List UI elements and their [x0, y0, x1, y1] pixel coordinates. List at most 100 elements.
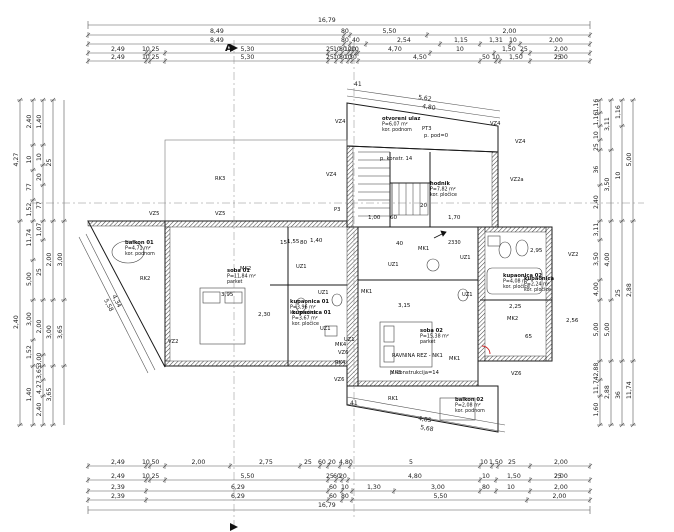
tag-rk-1: RK2 [140, 276, 150, 282]
dim-bot-r2-7: 4,80 [408, 473, 422, 480]
dim-diag-lower-a: 4,85 [418, 415, 433, 424]
dim-diag-lower-b: 5,68 [420, 424, 435, 433]
dim-top-r4-9: 10 [351, 46, 359, 53]
dim-top-r4-14: 2,00 [554, 46, 568, 53]
dim-left-a-9: 4,27 [13, 153, 20, 167]
tag-rk-2: RK3 [215, 176, 225, 182]
dim-bot-r2-9: 1,50 [507, 473, 521, 480]
tag-vz-1: VZ4 [326, 172, 337, 178]
dim-bot-r2-5: 60 [333, 473, 341, 480]
tag-mk-0: MK1 [418, 246, 429, 252]
dim-top-total: 16,79 [318, 17, 336, 24]
dim-top-r4-12: 1,50 [502, 46, 516, 53]
room-name: otvoreni ulaz [382, 116, 420, 122]
bed-room-01 [199, 287, 246, 345]
dim-left-b-15: 5,00 [26, 272, 33, 286]
dim-top-r5-0: 2,49 [111, 54, 125, 61]
tag-vz-7: VZ6 [334, 377, 344, 383]
room-name: hodnik [430, 181, 450, 187]
tag-vz-3: VZ5 [215, 211, 225, 217]
dim-bot-r2-2: 25 [152, 473, 160, 480]
dim-left-d-8: 3,65 [46, 388, 53, 402]
dim-bot-r4-0: 2,39 [111, 493, 125, 500]
dim-right-d-9: 5,00 [626, 153, 633, 167]
dim-left-b-16: 3,00 [26, 312, 33, 326]
room-area: P=2,24 m² [524, 282, 550, 288]
room-area: P=4,08 m² [503, 279, 529, 285]
dim-top-r5-4: 25 [326, 54, 334, 61]
dim-bot-r3-8: 2,00 [554, 484, 568, 491]
dim-top-r5-12: 1,50 [509, 54, 523, 61]
dim-top-r2-0: 8,49 [210, 28, 224, 35]
dim-left-c-8: 3,65 [36, 365, 43, 379]
dim-top-r3-1: 80 [341, 37, 349, 44]
section-markers: A [225, 43, 238, 531]
inner-dim-0: 1,00 [368, 215, 381, 221]
dim-bottom-total: 16,79 [318, 502, 336, 509]
dim-left-a-10: 2,40 [13, 315, 20, 329]
diagonal-dimension-labels: 5,62 4,80 41 4,85 5,68 41 4,34 5,58 [102, 81, 436, 433]
dim-right-a-9: 5,00 [593, 323, 600, 337]
tag-vz-5: VZ6 [338, 350, 348, 356]
section-label-top: A [225, 43, 233, 54]
dim-bot-r1-12: 25 [508, 459, 516, 466]
room-floor: kor. podnom [382, 127, 412, 133]
room-name: kupaonica 02 [503, 273, 542, 279]
room-name: soba 01 [227, 268, 250, 274]
dim-left-c-3: 77 [36, 201, 43, 209]
tag-misc-5: p. pod=0 [424, 133, 448, 139]
dim-top-r4-1: 10 [142, 46, 150, 53]
bathtub [486, 267, 543, 295]
dim-bot-r1-8: 4,80 [339, 459, 353, 466]
door-swing-accent [481, 345, 491, 355]
dim-left-b-17: 1,52 [26, 345, 33, 359]
dim-right-a-1: 1,16 [593, 112, 600, 126]
room-name: balkon 02 [455, 397, 484, 403]
room-floor: kor. podnom [455, 408, 485, 414]
dim-top-r3-0: 8,49 [210, 37, 224, 44]
dim-bot-r3-4: 1,30 [367, 484, 381, 491]
dim-top-r4-13: 25 [520, 46, 528, 53]
inner-dim-6: 2,30 [258, 312, 271, 318]
tag-uz-5: UZ1 [344, 337, 355, 343]
balcony-plant [111, 240, 145, 264]
room-area: P=7,82 m² [430, 187, 456, 193]
room-name: balkon 01 [125, 240, 154, 246]
dim-left-d-7: 3,00 [46, 325, 53, 339]
dim-bot-r2-3: 5,50 [241, 473, 255, 480]
tag-rk-3: RK4 [335, 360, 346, 366]
dim-left-b-13: 1,52 [26, 203, 33, 217]
dim-bot-r2-6: 20 [339, 473, 347, 480]
dim-right-c-3: 25 [615, 289, 622, 297]
dim-top-r4-2: 25 [152, 46, 160, 53]
dim-bot-r4-3: 80 [341, 493, 349, 500]
tag-mk-3: MK2 [240, 266, 251, 272]
dim-diag-upper-c: 41 [354, 81, 362, 88]
room-area: P=4,71 m² [125, 246, 151, 252]
dim-bot-r2-8: 10 [482, 473, 490, 480]
dim-bot-r2-0: 2,49 [111, 473, 125, 480]
dim-top-r5-1: 10 [142, 54, 150, 61]
dim-top-r5-5: 10 [333, 54, 341, 61]
dim-top-r5-2: 25 [152, 54, 160, 61]
tag-misc-3: RAVNINA REZ - NK1 [392, 353, 443, 359]
tag-uz-4: UZ1 [462, 292, 473, 298]
dim-bot-r1-11: 1,50 [489, 459, 503, 466]
dim-top-r4-3: 5,30 [241, 46, 255, 53]
tag-vz-9: VZ2 [568, 252, 578, 258]
tag-uz-0: UZ1 [296, 264, 307, 270]
dim-top-r5-10: 50 [482, 54, 490, 61]
inner-dim-1: 60 [390, 215, 398, 221]
dim-bot-r3-3: 10 [341, 484, 349, 491]
dim-right-a-12: 1,60 [593, 403, 600, 417]
room-floor: kor. pločice [292, 320, 319, 327]
inner-dim-4: 3,15 [398, 303, 411, 309]
bed-room-02 [379, 321, 433, 368]
